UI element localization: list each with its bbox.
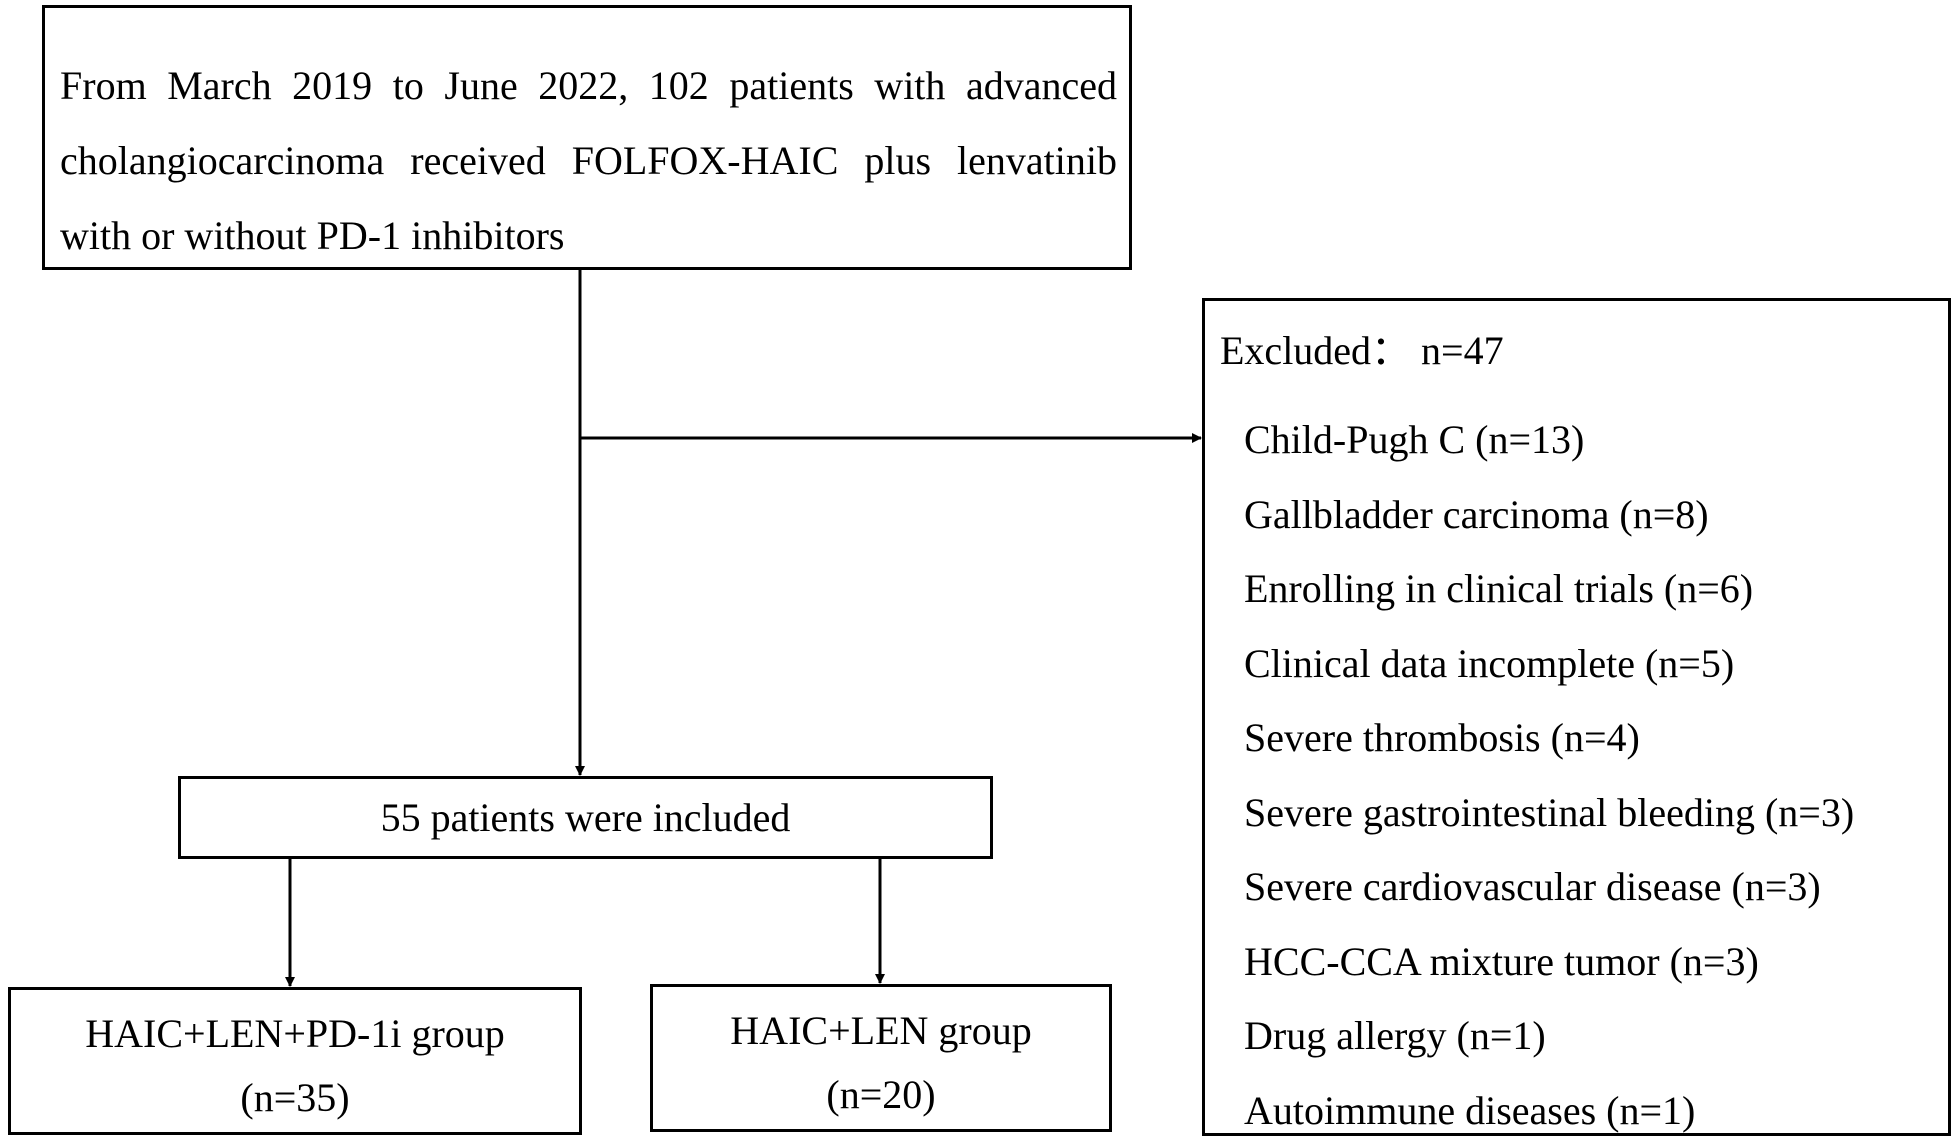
group-count: (n=20) bbox=[653, 1071, 1109, 1119]
group-box-pd1i: HAIC+LEN+PD-1i group (n=35) bbox=[8, 987, 582, 1135]
included-box: 55 patients were included bbox=[178, 776, 993, 859]
included-label: 55 patients were included bbox=[381, 794, 791, 841]
exclusion-item: Child-Pugh C (n=13) bbox=[1244, 403, 1948, 478]
group-name: HAIC+LEN+PD-1i group bbox=[11, 1010, 579, 1058]
screening-box: From March 2019 to June 2022, 102 patien… bbox=[42, 5, 1132, 270]
exclusion-list: Child-Pugh C (n=13) Gallbladder carcinom… bbox=[1220, 403, 1948, 1148]
exclusion-item: Severe gastrointestinal bleeding (n=3) bbox=[1244, 776, 1948, 851]
exclusion-item: Drug allergy (n=1) bbox=[1244, 999, 1948, 1074]
exclusion-item: Severe thrombosis (n=4) bbox=[1244, 701, 1948, 776]
exclusion-item: Severe cardiovascular disease (n=3) bbox=[1244, 850, 1948, 925]
excluded-box: Excluded： n=47 Child-Pugh C (n=13) Gallb… bbox=[1202, 298, 1951, 1136]
exclusion-item: HCC-CCA mixture tumor (n=3) bbox=[1244, 925, 1948, 1000]
exclusion-item: Enrolling in clinical trials (n=6) bbox=[1244, 552, 1948, 627]
group-box-len: HAIC+LEN group (n=20) bbox=[650, 984, 1112, 1132]
screening-line: with or without PD-1 inhibitors bbox=[60, 198, 1117, 273]
group-name: HAIC+LEN group bbox=[653, 1007, 1109, 1055]
group-count: (n=35) bbox=[11, 1074, 579, 1122]
screening-line: cholangiocarcinoma received FOLFOX-HAIC … bbox=[60, 123, 1117, 198]
exclusion-item: Gallbladder carcinoma (n=8) bbox=[1244, 478, 1948, 553]
excluded-title: Excluded： n=47 bbox=[1220, 329, 1948, 373]
screening-line: From March 2019 to June 2022, 102 patien… bbox=[60, 48, 1117, 123]
exclusion-item: Clinical data incomplete (n=5) bbox=[1244, 627, 1948, 702]
exclusion-item: Autoimmune diseases (n=1) bbox=[1244, 1074, 1948, 1148]
